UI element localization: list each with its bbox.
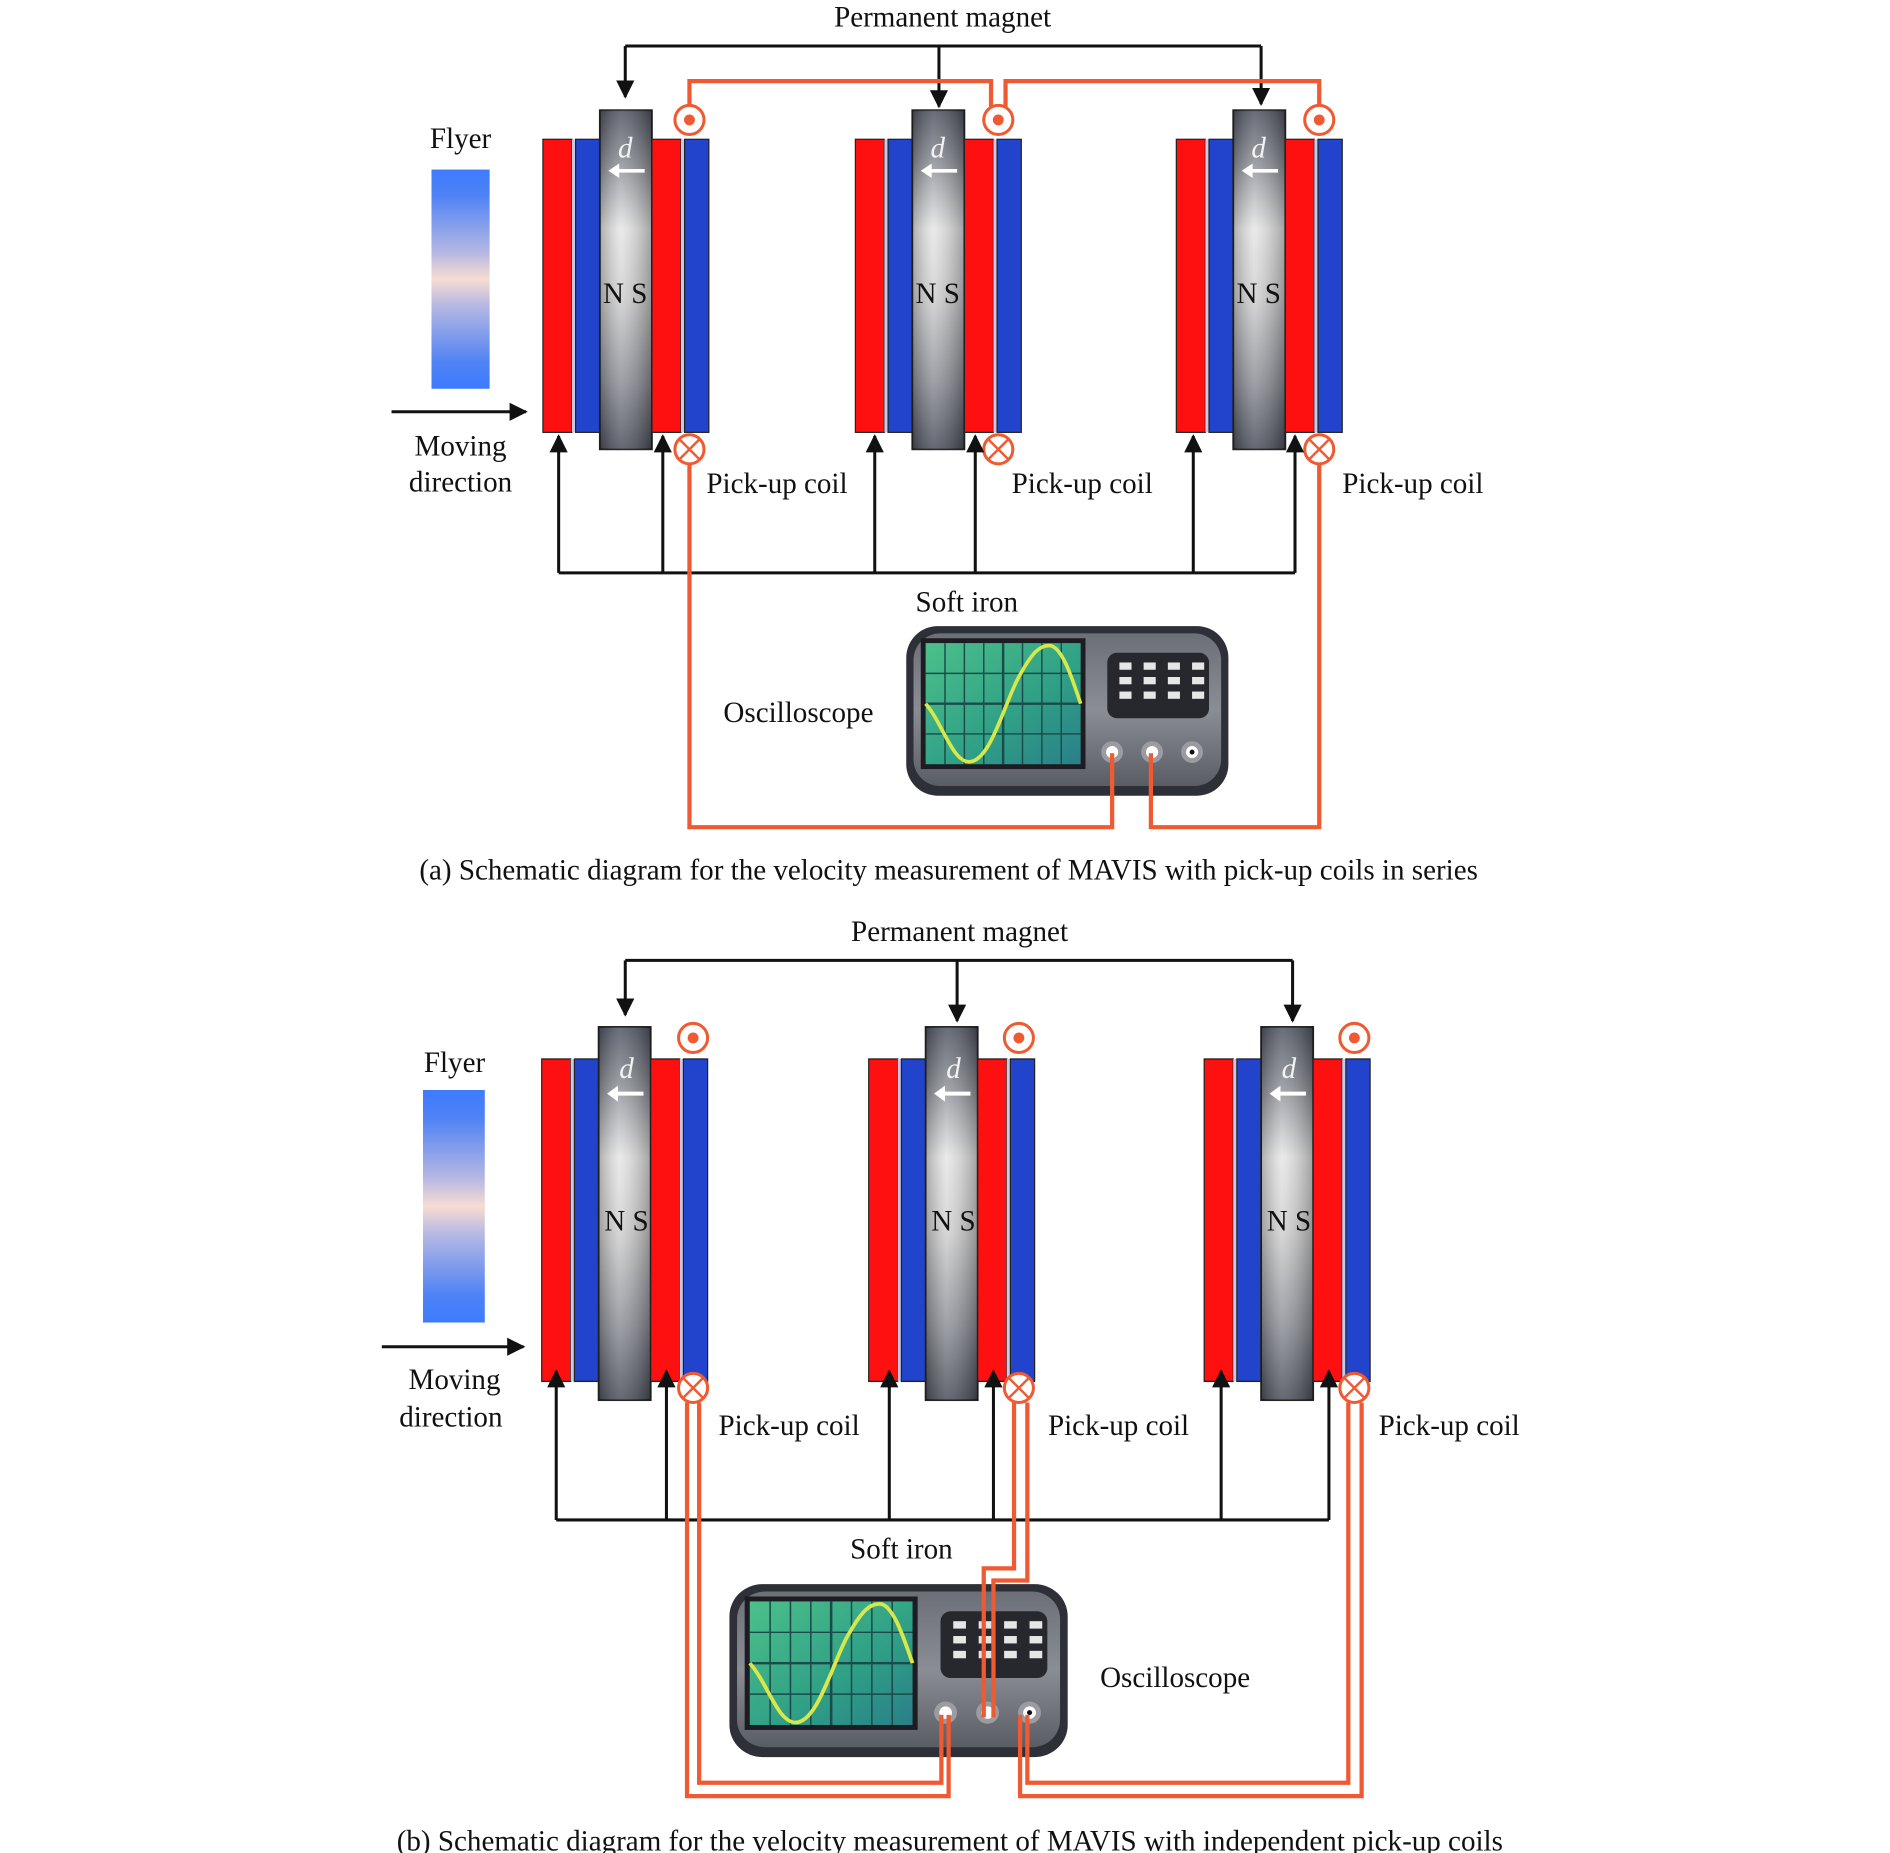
current-out-icon (1338, 1021, 1371, 1054)
oscilloscope-label: Oscilloscope (723, 697, 873, 729)
current-in-icon (1303, 433, 1336, 466)
gap-label-d: d (619, 1053, 634, 1085)
coil-unit-3: d N S Pick-up coil (1202, 1021, 1520, 1442)
gap-label-d: d (618, 132, 633, 164)
current-in-icon (1002, 1371, 1035, 1404)
oscilloscope-icon (727, 1582, 1070, 1759)
coil2-wire-b (991, 1402, 1030, 1718)
coil3-wire-b (1017, 1402, 1364, 1799)
gap-label-d: d (1251, 132, 1266, 164)
series-wire-top-1 (687, 79, 994, 107)
pickup-coil-label: Pick-up coil (1048, 1410, 1189, 1442)
magnet-poles-label: N S (1267, 1205, 1311, 1237)
current-in-icon (673, 433, 706, 466)
soft-iron-label: Soft iron (850, 1534, 953, 1566)
current-out-icon (982, 103, 1015, 136)
oscilloscope-icon (904, 624, 1231, 798)
oscilloscope-label: Oscilloscope (1100, 1662, 1250, 1694)
pickup-coil-label: Pick-up coil (1379, 1410, 1520, 1442)
series-wire-bottom-2 (1148, 463, 1322, 830)
gap-label-d: d (946, 1053, 961, 1085)
pickup-coil-label: Pick-up coil (1012, 468, 1153, 500)
pickup-coil-label: Pick-up coil (1342, 468, 1483, 500)
moving-direction-label-line1: Moving (409, 1364, 501, 1396)
coil-unit-1: d N S Pick-up coil (539, 1021, 860, 1442)
current-out-icon (673, 103, 706, 136)
pickup-coil-label: Pick-up coil (719, 1410, 860, 1442)
caption-b: (b) Schematic diagram for the velocity m… (397, 1826, 1503, 1853)
coil1-wire-b (697, 1402, 944, 1785)
coil2-wire-a (981, 1402, 1017, 1718)
current-out-icon (1303, 103, 1336, 136)
magnet-poles-label: N S (604, 1205, 648, 1237)
magnet-poles-label: N S (931, 1205, 975, 1237)
permanent-magnet-label: Permanent magnet (834, 2, 1051, 34)
magnet-poles-label: N S (916, 278, 960, 310)
gap-label-d: d (1282, 1053, 1297, 1085)
magnet-poles-label: N S (1236, 278, 1280, 310)
current-in-icon (677, 1371, 710, 1404)
magnet-poles-label: N S (603, 278, 647, 310)
gap-label-d: d (930, 132, 945, 164)
moving-direction-label-line1: Moving (415, 430, 507, 462)
flyer-label: Flyer (424, 1047, 486, 1079)
flyer (423, 1090, 485, 1323)
moving-direction-label-line2: direction (399, 1402, 503, 1434)
panel-a: Permanent magnet Flyer Moving direction … (391, 2, 1483, 886)
coil-unit-1: d N S Pick-up coil (541, 103, 848, 500)
coil3-wire-a (1025, 1402, 1351, 1785)
caption-a: (a) Schematic diagram for the velocity m… (419, 854, 1478, 886)
permanent-magnet-label: Permanent magnet (851, 916, 1068, 948)
current-out-icon (677, 1021, 710, 1054)
coil-unit-2: d N S Pick-up coil (866, 1021, 1189, 1442)
pickup-coil-label: Pick-up coil (706, 468, 847, 500)
series-wire-top-2 (1003, 79, 1322, 107)
moving-direction-label-line2: direction (409, 467, 513, 499)
current-out-icon (1002, 1021, 1035, 1054)
flyer (431, 169, 490, 389)
current-in-icon (982, 433, 1015, 466)
coil-unit-3: d N S Pick-up coil (1174, 103, 1483, 500)
soft-iron-label: Soft iron (916, 587, 1019, 619)
flyer-label: Flyer (430, 123, 492, 155)
coil-unit-2: d N S Pick-up coil (853, 103, 1153, 500)
coil1-wire-a (684, 1402, 951, 1799)
current-in-icon (1338, 1371, 1371, 1404)
series-wire-bottom-1 (687, 463, 1115, 830)
panel-b: Permanent magnet Flyer Moving direction … (381, 916, 1520, 1853)
